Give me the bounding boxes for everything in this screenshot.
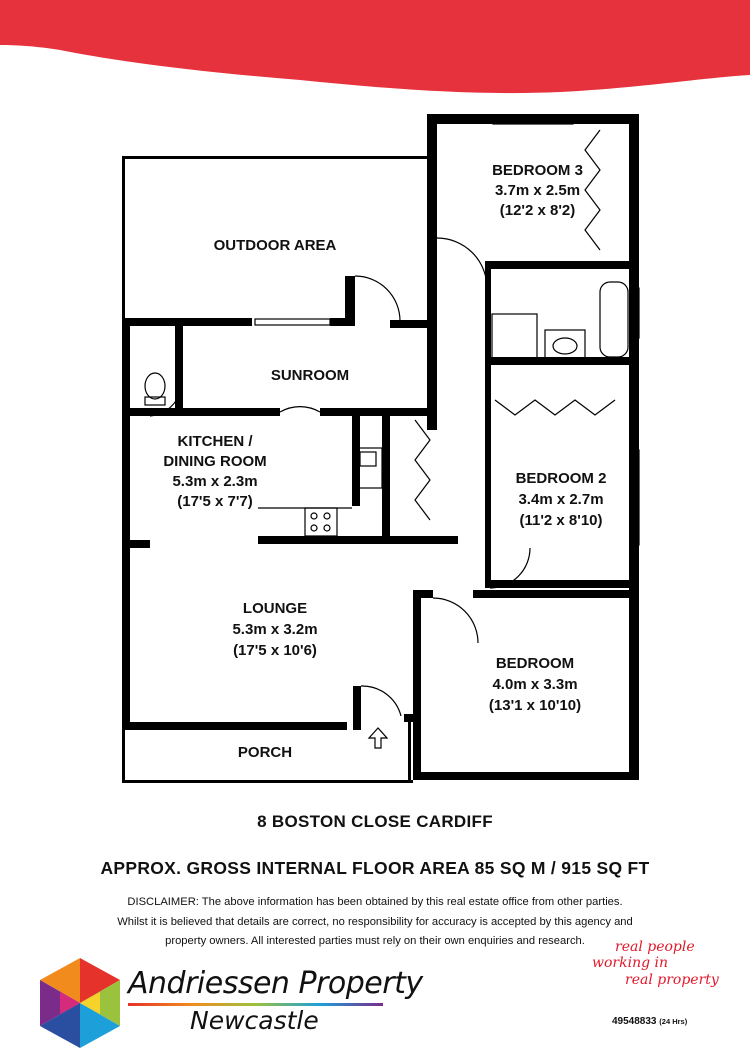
room-bedroom: BEDROOM 4.0m x 3.3m (13'1 x 10'10) bbox=[450, 653, 620, 716]
room-metric: 5.3m x 2.3m bbox=[172, 473, 258, 490]
room-imperial: (12'2 x 8'2) bbox=[499, 202, 576, 219]
header-wave bbox=[0, 0, 750, 94]
disclaimer-line1: DISCLAIMER: The above information has be… bbox=[127, 896, 623, 908]
room-bedroom2: BEDROOM 2 3.4m x 2.7m (11'2 x 8'10) bbox=[491, 468, 631, 531]
room-imperial: (17'5 x 10'6) bbox=[233, 642, 317, 659]
room-imperial: (17'5 x 7'7) bbox=[177, 493, 253, 510]
room-outdoor: OUTDOOR AREA bbox=[130, 237, 420, 254]
room-imperial: (13'1 x 10'10) bbox=[488, 697, 582, 714]
tagline-line1: real people bbox=[615, 939, 695, 955]
brand-logo-cube-icon bbox=[40, 958, 120, 1048]
room-name: PORCH bbox=[237, 744, 293, 761]
brand-location: Newcastle bbox=[190, 1006, 319, 1035]
room-name-line1: KITCHEN / bbox=[177, 433, 253, 450]
brand-rainbow-line bbox=[128, 1003, 383, 1006]
room-name: OUTDOOR AREA bbox=[213, 237, 337, 254]
fixtures bbox=[122, 117, 640, 780]
room-name-line2: DINING ROOM bbox=[163, 453, 267, 470]
room-metric: 5.3m x 3.2m bbox=[232, 621, 318, 638]
phone-digits: 49548833 bbox=[612, 1016, 657, 1027]
phone-note: (24 Hrs) bbox=[659, 1017, 688, 1026]
disclaimer-line3: property owners. All interested parties … bbox=[165, 935, 585, 947]
room-lounge: LOUNGE 5.3m x 3.2m (17'5 x 10'6) bbox=[180, 598, 370, 661]
room-name: BEDROOM 3 bbox=[492, 162, 583, 179]
floor-area: APPROX. GROSS INTERNAL FLOOR AREA 85 SQ … bbox=[100, 858, 650, 878]
room-name: SUNROOM bbox=[270, 367, 350, 384]
room-name: BEDROOM bbox=[495, 655, 575, 672]
room-metric: 3.7m x 2.5m bbox=[494, 182, 581, 199]
walls bbox=[122, 114, 639, 783]
room-metric: 3.4m x 2.7m bbox=[518, 491, 604, 508]
room-kitchen: KITCHEN / DINING ROOM 5.3m x 2.3m (17'5 … bbox=[140, 432, 290, 512]
room-name: BEDROOM 2 bbox=[515, 470, 607, 487]
tagline-line2: working in bbox=[592, 955, 668, 971]
disclaimer-line2: Whilst it is believed that details are c… bbox=[117, 915, 633, 928]
room-sunroom: SUNROOM bbox=[200, 367, 420, 384]
room-metric: 4.0m x 3.3m bbox=[492, 676, 578, 693]
property-address: 8 BOSTON CLOSE CARDIFF bbox=[257, 812, 493, 831]
room-porch: PORCH bbox=[200, 744, 330, 761]
tagline-line3: real property bbox=[625, 972, 719, 988]
room-imperial: (11'2 x 8'10) bbox=[519, 512, 603, 529]
disclaimer: DISCLAIMER: The above information has be… bbox=[70, 893, 680, 952]
room-name: LOUNGE bbox=[242, 600, 308, 617]
phone-number: 49548833 (24 Hrs) bbox=[612, 1016, 687, 1027]
brand-name: Andriessen Property bbox=[128, 966, 423, 1001]
header-band bbox=[0, 0, 750, 94]
room-bedroom3: BEDROOM 3 3.7m x 2.5m (12'2 x 8'2) bbox=[445, 161, 630, 221]
floor-plan-drawing bbox=[122, 114, 640, 783]
